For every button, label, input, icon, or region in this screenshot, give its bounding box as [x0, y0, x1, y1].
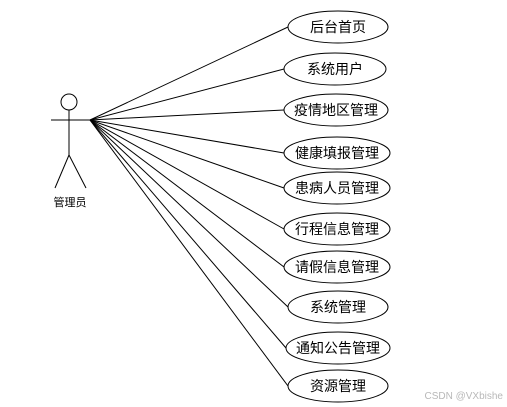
association-line: [89, 119, 285, 154]
use-case-label: 行程信息管理: [295, 221, 379, 238]
use-case-ellipse: [283, 93, 389, 127]
association-line: [89, 119, 287, 349]
use-case-ellipse: [287, 10, 389, 44]
use-case[interactable]: 通知公告管理: [285, 331, 391, 365]
use-case-ellipse: [287, 369, 389, 403]
use-case[interactable]: 系统用户: [283, 52, 387, 86]
use-case-label: 请假信息管理: [295, 259, 379, 276]
use-case-label: 通知公告管理: [296, 340, 380, 357]
association-line: [89, 68, 285, 121]
association-line: [89, 119, 285, 230]
actor-figure[interactable]: [51, 93, 90, 189]
use-case-label: 健康填报管理: [295, 145, 379, 162]
actor-right-leg: [68, 154, 87, 189]
use-case-ellipse: [285, 331, 391, 365]
use-case-ellipse: [283, 136, 391, 170]
use-case[interactable]: 资源管理: [287, 369, 389, 403]
association-line: [89, 26, 289, 121]
use-case-ellipse: [283, 212, 391, 246]
use-case[interactable]: 疫情地区管理: [283, 93, 389, 127]
use-case-ellipse: [283, 250, 391, 284]
use-case[interactable]: 系统管理: [287, 290, 389, 324]
watermark: CSDN @VXbishe: [424, 391, 503, 402]
use-case-ellipse: [283, 52, 387, 86]
actor-label: 管理员: [54, 195, 87, 209]
association-lines: [89, 26, 289, 387]
association-line: [89, 109, 285, 121]
association-line: [89, 119, 289, 387]
association-line: [89, 119, 285, 268]
use-case[interactable]: 请假信息管理: [283, 250, 391, 284]
use-case-ellipse: [287, 290, 389, 324]
use-case-label: 疫情地区管理: [294, 103, 378, 119]
actor-head: [60, 93, 78, 111]
use-case-label: 患病人员管理: [295, 181, 379, 197]
use-case[interactable]: 患病人员管理: [283, 171, 391, 205]
association-line: [89, 119, 289, 308]
use-case-ellipse: [283, 171, 391, 205]
actor-left-leg: [54, 154, 70, 189]
use-case[interactable]: 后台首页: [287, 10, 389, 44]
association-line: [89, 119, 285, 189]
use-case-label: 系统管理: [310, 300, 366, 316]
use-case-label: 资源管理: [310, 379, 366, 395]
use-case-label: 后台首页: [310, 20, 366, 36]
use-case-label: 系统用户: [307, 61, 363, 78]
use-case[interactable]: 健康填报管理: [283, 136, 391, 170]
use-case[interactable]: 行程信息管理: [283, 212, 391, 246]
